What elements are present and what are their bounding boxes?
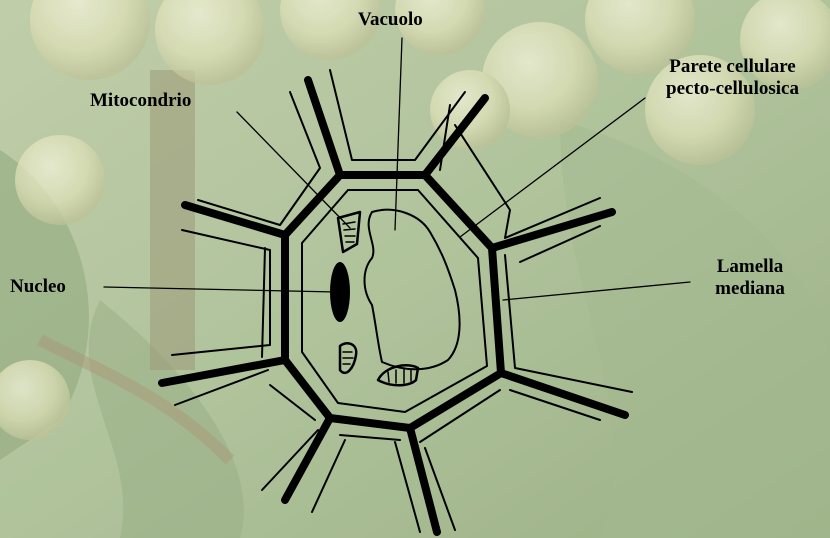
label-parete-line2: pecto-cellulosica (635, 78, 830, 100)
mitochondrion-icon (340, 343, 356, 373)
neighbour-cell-walls (172, 70, 632, 532)
label-nucleo: Nucleo (10, 276, 66, 298)
label-parete-line1: Parete cellulare (635, 56, 830, 78)
cell-wall-inner (302, 190, 487, 412)
lamella-segment (425, 98, 485, 175)
lamella-segment (410, 428, 437, 532)
label-vacuolo: Vacuolo (358, 9, 423, 31)
label-leader-lines (104, 38, 690, 300)
label-lamella-mediana: Lamella mediana (690, 256, 810, 300)
mitochondrion-icon (338, 212, 360, 252)
lamella-mediana-outline (285, 175, 501, 428)
label-mitocondrio: Mitocondrio (90, 90, 191, 112)
label-parete-cellulare: Parete cellulare pecto-cellulosica (635, 56, 830, 100)
label-lamella-line1: Lamella (690, 256, 810, 278)
vacuole-outline (365, 210, 460, 370)
label-lamella-line2: mediana (690, 278, 810, 300)
lamella-segment (185, 205, 285, 235)
